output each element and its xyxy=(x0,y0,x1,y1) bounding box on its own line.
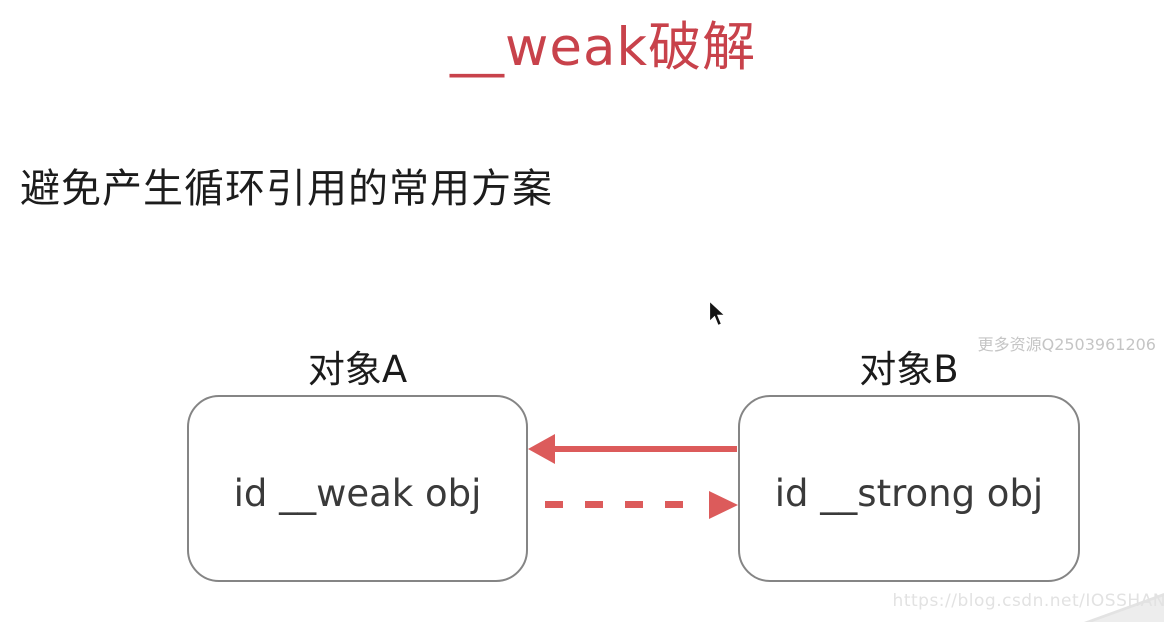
object-a-field-text: id __weak obj xyxy=(233,472,482,515)
object-a-label: 对象A xyxy=(307,348,408,391)
object-b-box: id __strong obj xyxy=(738,395,1080,582)
solid-arrow-head-left-icon xyxy=(528,434,555,464)
subtitle-text: 避免产生循环引用的常用方案 xyxy=(20,166,553,212)
watermark-top-right: 更多资源Q2503961206 xyxy=(977,335,1156,354)
object-b-field-text: id __strong obj xyxy=(774,472,1044,515)
dashed-arrow-head-right-icon xyxy=(709,491,738,519)
solid-arrow-line-b-to-a xyxy=(551,446,737,452)
page-title: __weak破解 xyxy=(450,17,757,78)
watermark-bottom-right: https://blog.csdn.net/IOSSHAN xyxy=(892,591,1164,611)
object-b-label: 对象B xyxy=(859,348,959,391)
dashed-arrow-line-a-to-b xyxy=(545,501,705,508)
object-a-box: id __weak obj xyxy=(187,395,528,582)
mouse-cursor-icon xyxy=(708,300,727,327)
corner-fold xyxy=(1092,596,1164,622)
